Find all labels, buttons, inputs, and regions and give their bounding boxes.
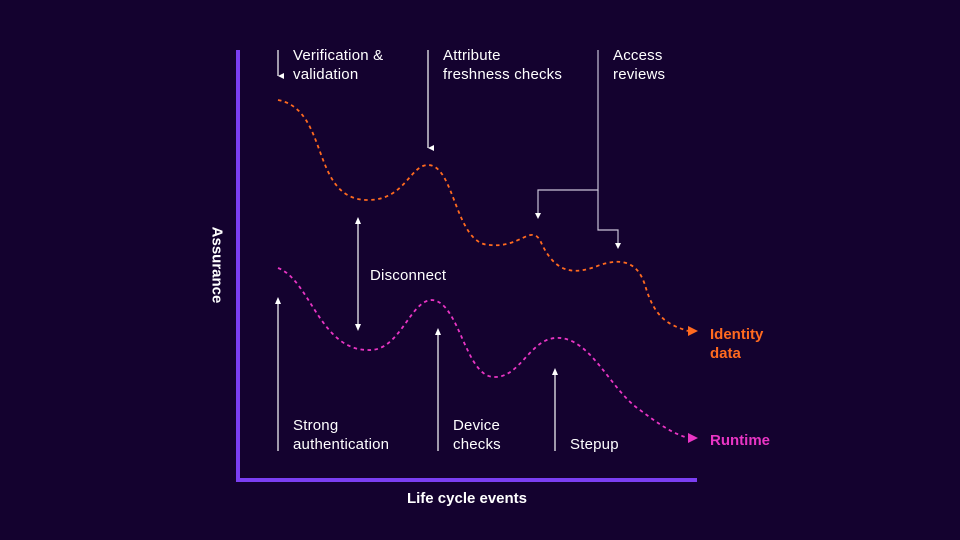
freshness-label-line1: Attribute	[443, 47, 501, 64]
access-review-arrowhead-2	[615, 243, 621, 249]
access-review-connector-2	[597, 190, 619, 244]
runtime-arrowhead	[688, 433, 698, 443]
verification-label-line1: Verification &	[293, 47, 384, 64]
freshness-label: Attribute freshness checks	[443, 46, 562, 84]
identity-data-curve	[277, 99, 689, 332]
device-checks-label-line1: Device	[453, 417, 501, 434]
disconnect-label: Disconnect	[370, 267, 447, 284]
identity-data-label-line1: Identity	[710, 326, 764, 343]
access-reviews-label-line2: reviews	[613, 66, 666, 83]
strong-auth-label: Strong authentication	[293, 416, 389, 454]
identity-data-label: Identity data	[710, 325, 763, 363]
device-checks-label: Device checks	[453, 416, 501, 454]
strong-auth-arrowhead	[275, 297, 281, 304]
strong-auth-label-line1: Strong	[293, 417, 339, 434]
verification-label-line2: validation	[293, 66, 359, 83]
stepup-arrowhead	[552, 368, 558, 375]
runtime-curve	[277, 267, 689, 439]
verification-label: Verification & validation	[293, 46, 383, 84]
access-review-arrowhead-1	[535, 213, 541, 219]
device-checks-label-line2: checks	[453, 436, 501, 453]
identity-data-label-line2: data	[710, 345, 741, 362]
stepup-label: Stepup	[570, 436, 619, 453]
access-reviews-label-line1: Access	[613, 47, 663, 64]
disconnect-arrowhead-top	[355, 217, 361, 224]
x-axis-label: Life cycle events	[406, 490, 528, 507]
disconnect-arrowhead-bottom	[355, 324, 361, 331]
strong-auth-label-line2: authentication	[293, 436, 390, 453]
access-review-connector	[537, 50, 599, 214]
freshness-label-line2: freshness checks	[443, 66, 563, 83]
y-axis-label: Assurance	[208, 226, 226, 304]
identity-data-arrowhead	[688, 326, 698, 336]
device-arrowhead	[435, 328, 441, 335]
access-reviews-label: Access reviews	[613, 46, 665, 84]
axis-lines	[236, 50, 697, 482]
runtime-label: Runtime	[710, 432, 770, 449]
